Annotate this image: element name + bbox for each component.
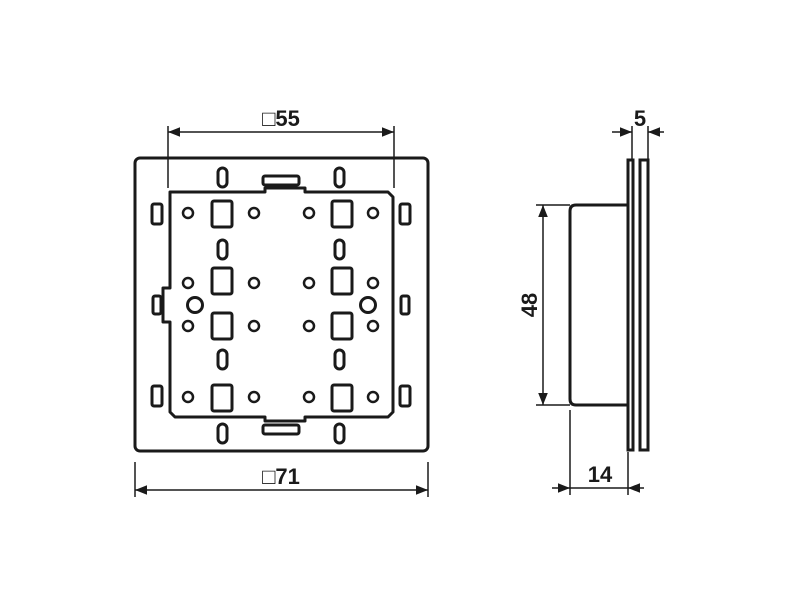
dimension-thickness: 5 (612, 106, 664, 160)
inner-ovals (216, 238, 346, 371)
cover-plate-back (626, 158, 635, 452)
dimension-depth: 14 (552, 410, 644, 495)
depth-label: 14 (588, 462, 613, 487)
dimension-inner: □55 (167, 106, 395, 188)
outer-frame (133, 156, 430, 453)
front-view: □55 □71 (133, 106, 430, 497)
height-label: 48 (517, 293, 542, 317)
side-clips (150, 202, 412, 408)
side-body (568, 203, 628, 407)
top-slot (261, 174, 301, 187)
dimension-outer: □71 (134, 462, 429, 497)
screw-holes (186, 296, 377, 314)
edge-ovals (216, 166, 346, 445)
cover-plate-front (638, 158, 650, 452)
inner-openings (210, 199, 354, 413)
bottom-slot (261, 423, 301, 436)
inner-dim-label: □55 (262, 106, 300, 131)
inner-plate (161, 186, 395, 423)
side-view: 5 48 14 (517, 106, 664, 495)
dimension-height: 48 (517, 204, 570, 406)
outer-dim-label: □71 (262, 464, 300, 489)
mounting-holes (181, 206, 380, 404)
thickness-label: 5 (634, 106, 646, 131)
